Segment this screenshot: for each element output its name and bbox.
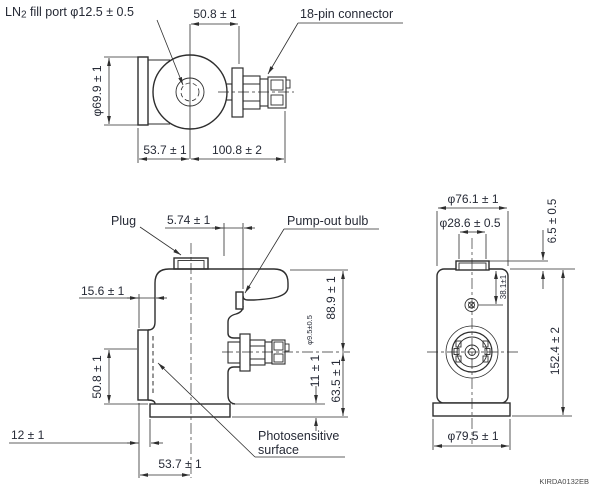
dimension-base-width: 53.7 ± 1 [138,447,202,478]
connector-label-text: 18-pin connector [300,7,393,21]
fill-port-leader-line [156,19,184,86]
dimension-front-plug-height: 6.5 ± 0.5 [489,199,575,289]
pump-out-bulb-shape [235,291,244,310]
surface-label-line1: Photosensitive [258,429,339,443]
dimension-lower-height: 63.5 ± 1 [329,353,345,416]
dimension-front-total-height: 152.4 ± 2 [512,270,572,417]
label-18pin-connector: 18-pin connector [267,7,403,75]
top-view: φ69.9 ± 1 50.8 ± 1 53.7 ± 1 100.8 ± 2 LN… [5,5,403,163]
plug-leader-line [139,226,182,256]
drawing-code: KIRDA0132EB [539,477,589,486]
dimension-front-body-diameter: φ76.1 ± 1 [436,192,509,266]
surface-leader-line [157,362,256,458]
dim-text-bulb-diameter: φ9.5±0.5 [305,315,314,345]
dimension-top-body-diameter: φ69.9 ± 1 [90,56,138,126]
front-base-flange [432,402,511,417]
dim-text-body-diameter: φ69.9 ± 1 [90,65,104,116]
dimension-base-inset: 12 ± 1 [9,403,163,447]
bulb-label-text: Pump-out bulb [287,214,368,228]
dim-text-left-width: 53.7 ± 1 [143,143,187,157]
dimension-front-plug-diameter: φ28.6 ± 0.5 [439,216,501,259]
front-view: φ76.1 ± 1 φ28.6 ± 0.5 6.5 ± 0.5 38.1±1 [427,192,575,450]
side-body-outline [147,268,289,331]
dim-text-right-width: 100.8 ± 2 [212,143,262,157]
label-pump-out-bulb: Pump-out bulb [244,214,379,294]
bulb-leader-line [244,228,285,294]
label-photosensitive-surface: Photosensitive surface [157,362,345,458]
knurled-window-strip-side [137,329,149,401]
dim-text-front-screw-offset: 38.1±1 [499,274,508,299]
dimension-bulb-diameter: φ9.5±0.5 [305,315,314,345]
dim-text-front-plug-diameter: φ28.6 ± 0.5 [439,216,500,230]
dimension-plug-offset: 5.74 ± 1 [165,213,255,289]
dim-text-base-width: 53.7 ± 1 [158,457,202,471]
base-flange-side [149,403,231,418]
knurled-window-strip [137,56,149,126]
dim-text-window-inset: 15.6 ± 1 [81,284,125,298]
dim-text-front-total-height: 152.4 ± 2 [550,327,562,375]
dim-text-front-flange-diameter: φ79.5 ± 1 [447,429,498,443]
label-plug: Plug [111,214,182,256]
dim-text-window-height: 50.8 ± 1 [90,355,104,399]
dimension-flange-thickness: 11 ± 1 [232,354,348,431]
dim-text-plug-offset: 5.74 ± 1 [167,213,211,227]
dim-text-base-inset: 12 ± 1 [11,428,45,442]
dimension-front-screw-offset: 38.1±1 [478,271,508,306]
dimension-upper-height: 88.9 ± 1 [290,269,348,351]
dim-text-front-body-diameter: φ76.1 ± 1 [447,192,498,206]
dim-text-front-plug-height: 6.5 ± 0.5 [547,199,559,244]
dim-text-upper-height: 88.9 ± 1 [324,276,338,320]
label-fill-port: LN2 fill port φ12.5 ± 0.5 [5,5,184,86]
dim-text-top-width: 50.8 ± 1 [193,7,237,21]
side-view: Plug 5.74 ± 1 Pump-out bulb 15.6 ± 1 [9,213,379,478]
connector-assembly-side [227,333,290,372]
dimension-front-flange-diameter: φ79.5 ± 1 [432,419,511,450]
dim-text-lower-height: 63.5 ± 1 [329,359,343,403]
connector-leader-line [267,22,299,75]
surface-label-line2: surface [258,443,299,457]
connector-assembly-top [215,67,291,118]
dimension-top-width: 50.8 ± 1 [191,7,240,64]
plug-label-text: Plug [111,214,136,228]
dim-text-flange-thickness: 11 ± 1 [308,354,322,387]
fill-port-label-text: LN2 fill port φ12.5 ± 0.5 [5,5,134,21]
dimension-bottom-widths: 53.7 ± 1 100.8 ± 2 [137,111,286,163]
dimension-window-inset: 15.6 ± 1 [79,284,167,328]
front-body-outline [436,268,509,404]
dimension-window-height: 50.8 ± 1 [90,348,148,405]
front-plug-shape [455,260,490,271]
fill-port-dashed-circle [180,82,200,102]
